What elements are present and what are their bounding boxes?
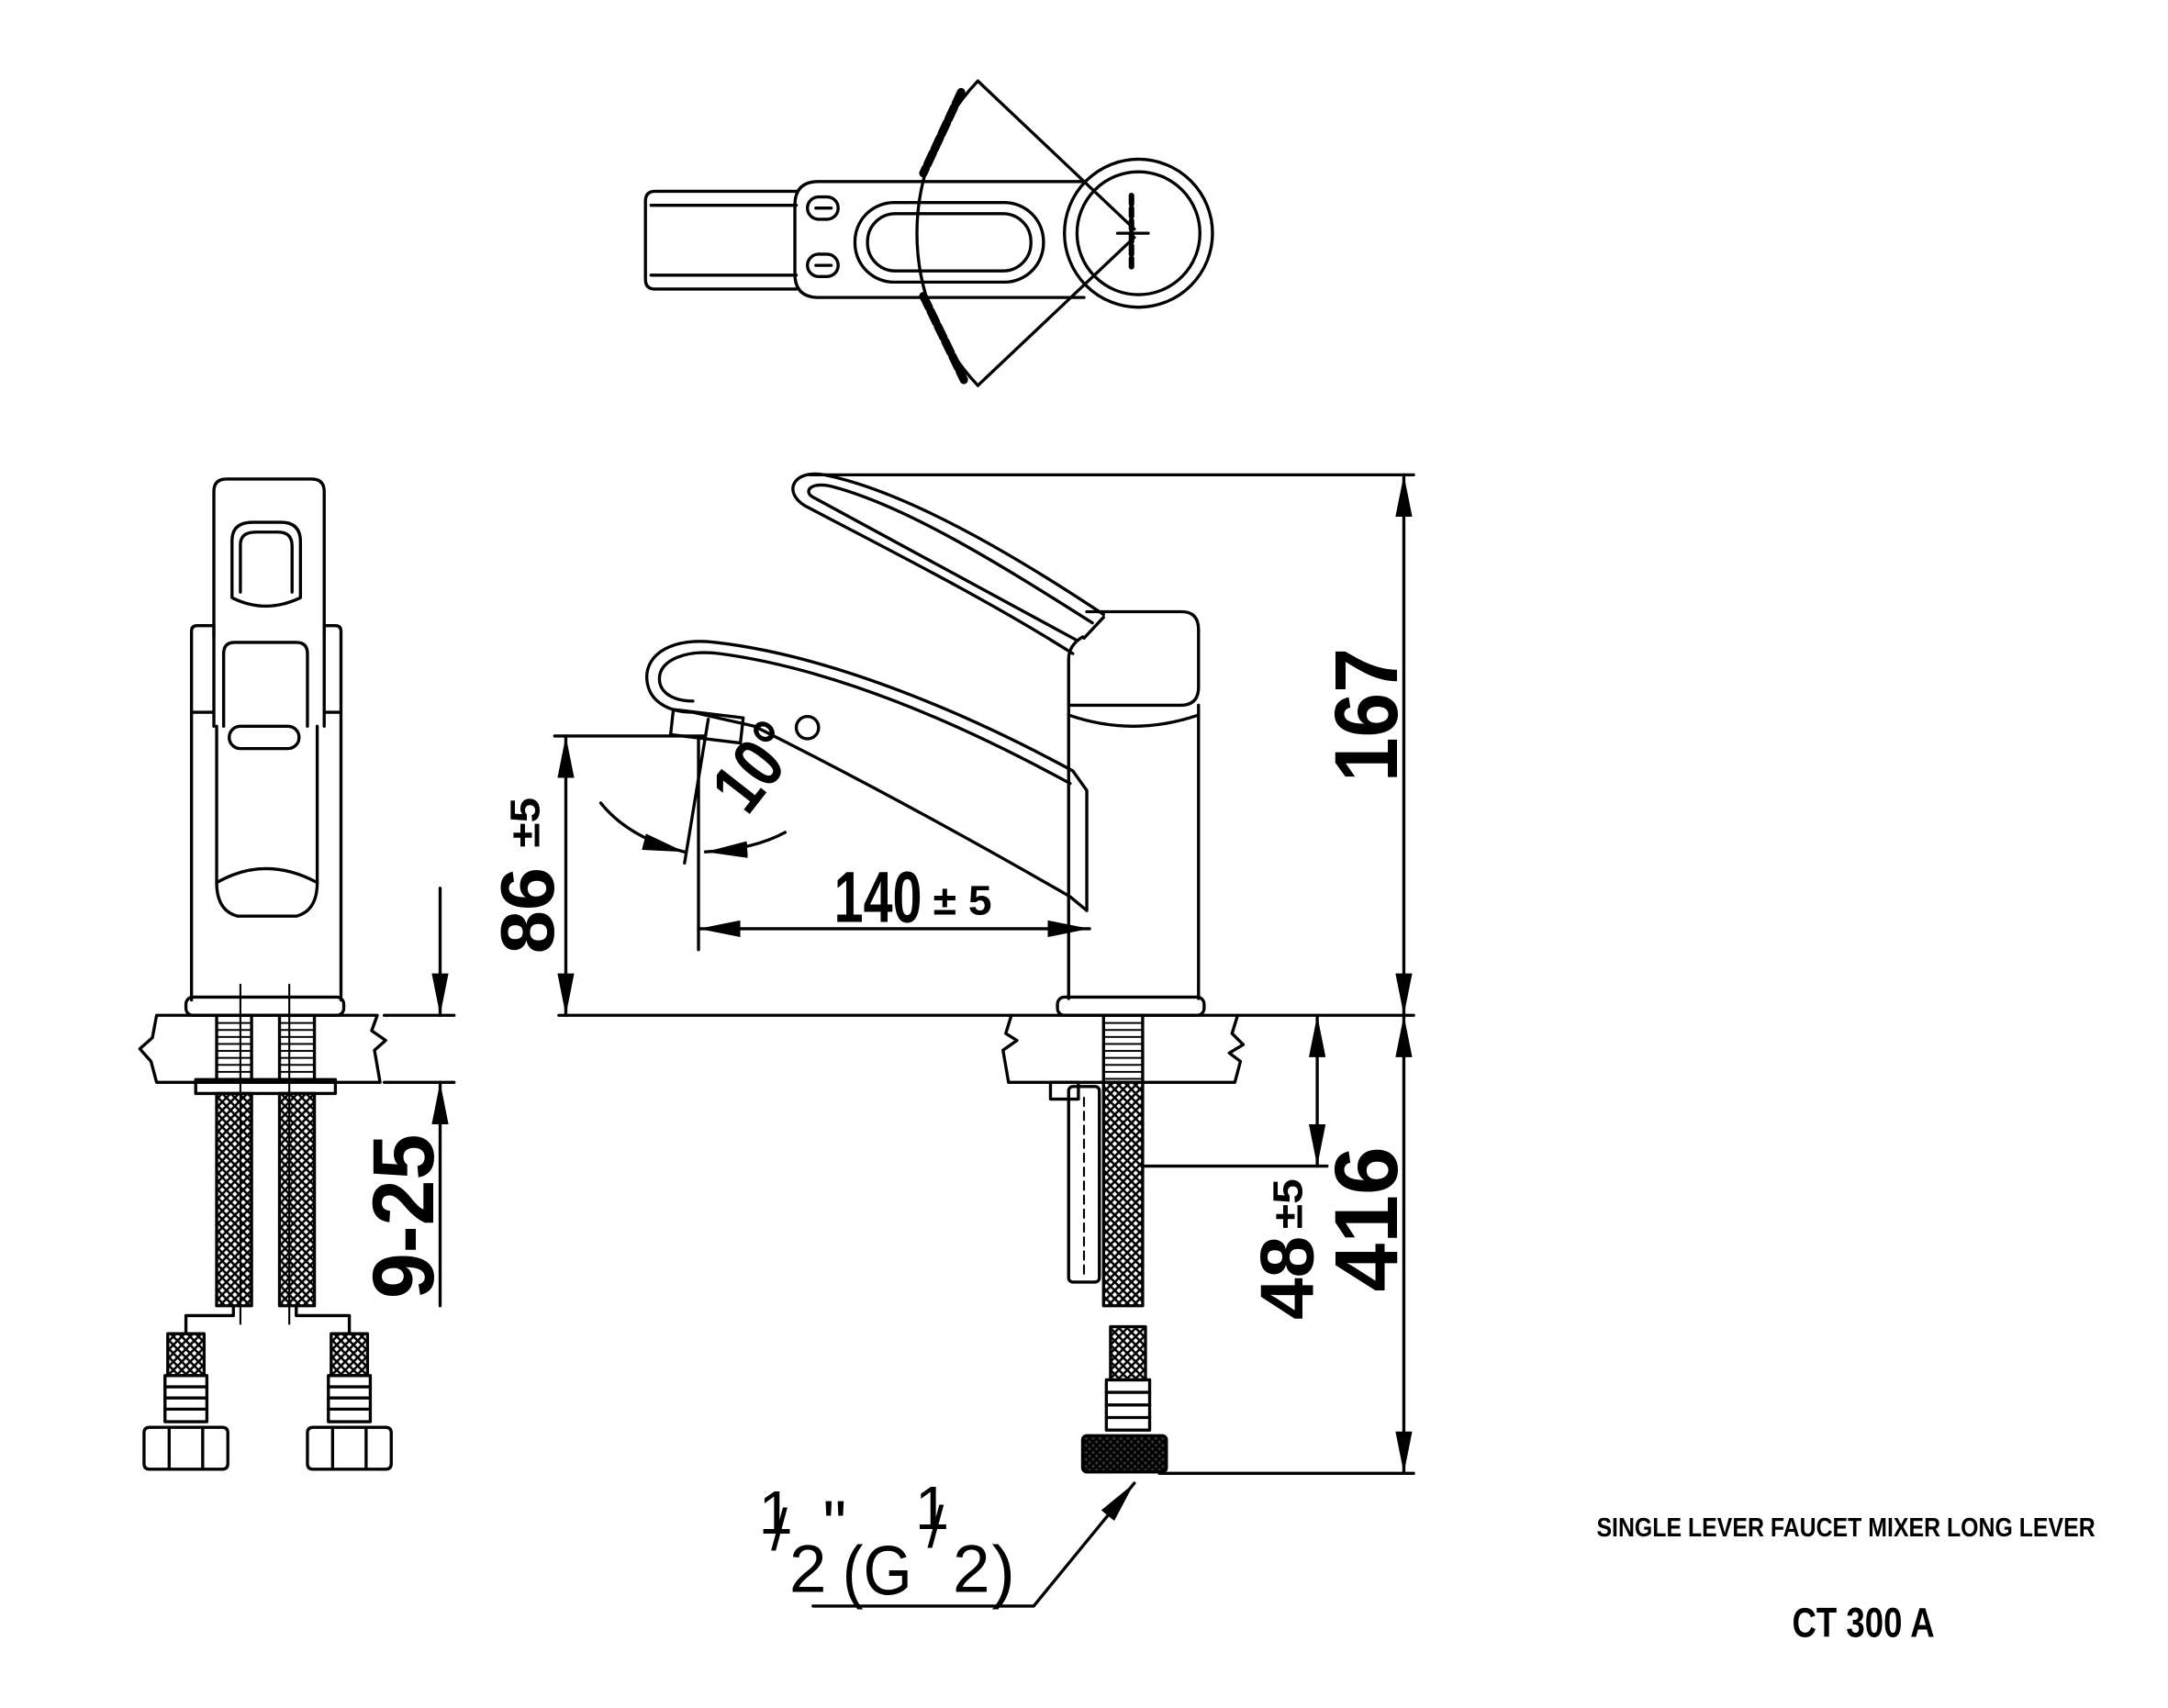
top-view (643, 79, 1214, 387)
front-view-spout-body (215, 724, 319, 885)
top-view-lever-slot-inner (866, 212, 1033, 273)
connection-leader-line (811, 1481, 1136, 1608)
front-view-connector-left (142, 1332, 229, 1471)
top-view-ring-outer (1063, 157, 1214, 309)
front-view (138, 477, 456, 1471)
side-view-lever-block-edge (1082, 615, 1105, 641)
front-view-spout-root (215, 881, 319, 918)
side-view-hex-nut (1080, 1434, 1168, 1474)
side-view-deck-section (1001, 1013, 1246, 1084)
front-view-deck-section (138, 1013, 387, 1084)
spout-reach-value: 140 (834, 855, 922, 937)
drawing-title: SINGLE LEVER FAUCET MIXER LONG LEVER (1596, 1513, 2095, 1543)
front-view-hose-left (215, 1091, 253, 1308)
top-view-angle-line-lower (976, 236, 1136, 387)
front-view-lever-handle (212, 477, 326, 639)
front-view-base (184, 995, 346, 1017)
front-view-spout-head (221, 641, 309, 728)
connector-hex-nut (306, 1425, 393, 1471)
front-view-hose-routing (184, 1304, 352, 1335)
side-view-tube-collar (1048, 1080, 1080, 1101)
connection-nominal-slash: / (771, 1497, 788, 1563)
connection-inch-mark: " (822, 1488, 846, 1562)
side-view-connector-nut-threads (1104, 1390, 1152, 1420)
front-view-fitting-right (277, 1013, 317, 1081)
connection-nominal-numerator: 1 (758, 1479, 792, 1547)
front-view-hose-right (277, 1091, 317, 1308)
side-view-spout (645, 640, 1089, 912)
front-view-connector-right (306, 1332, 393, 1471)
spout-angle-arc-left (598, 801, 687, 854)
overall-height-label: 167 (1316, 648, 1416, 782)
connection-thread-denominator: 2 (953, 1533, 990, 1607)
connector-braid (330, 1332, 370, 1378)
connection-thread-suffix: ) (992, 1533, 1015, 1611)
spout-angle-arc-right (703, 831, 788, 858)
spout-height-value: 86 (486, 867, 570, 954)
top-view-lever-position-upper (919, 87, 966, 178)
side-view-copper-tube (1067, 1085, 1101, 1284)
spout-reach-tolerance: ± 5 (933, 877, 992, 924)
side-view-fitting (1101, 1013, 1145, 1084)
top-view-ring-inner (1075, 170, 1201, 296)
connection-thread-prefix: (G (843, 1533, 912, 1611)
front-view-centerlines (239, 983, 291, 1325)
connector-braid (166, 1332, 207, 1378)
connection-thread-slash: / (928, 1494, 944, 1560)
side-view-small-circle (794, 714, 821, 741)
connection-label: 1 / 2 " (G 1 / 2 ) (758, 1474, 1014, 1611)
top-view-end-block-inner-lines (649, 204, 799, 277)
connection-nominal-denominator: 2 (789, 1533, 827, 1607)
deck-thickness-extension-lines (382, 1013, 456, 1084)
side-view-lever-inner (807, 483, 1094, 642)
connector-hex-nut (142, 1425, 229, 1471)
top-view-screw-lower (806, 252, 840, 278)
front-view-lever-grip (230, 520, 303, 608)
side-view-spout-inner (657, 651, 1072, 786)
top-view-body (793, 180, 1086, 299)
connector-hex-faces (330, 1425, 368, 1471)
tail-length-value: 48 (1246, 1236, 1330, 1320)
top-view-end-block (643, 189, 799, 291)
front-view-aerator (228, 724, 301, 751)
below-deck-label: 416 (1316, 1146, 1416, 1291)
connector-nut-threads (163, 1385, 209, 1412)
spout-angle-axis-line (683, 717, 710, 865)
side-view-body-neck (1067, 713, 1201, 728)
front-view-mounting-plate (194, 1077, 338, 1096)
title-block: SINGLE LEVER FAUCET MIXER LONG LEVER CT … (1596, 1513, 2095, 1647)
front-view-lever-grip-inner (239, 530, 294, 594)
side-view-base (1056, 995, 1206, 1017)
dimension-labels: 167 416 86 ±5 48 ±5 9-25 140 ± 5 10° (355, 648, 1416, 1320)
top-view-angle-line-upper (976, 79, 1136, 231)
side-view-body (1067, 703, 1201, 1000)
connector-nut-threads (327, 1385, 373, 1412)
front-view-body-outline (189, 624, 343, 1002)
top-view-lever-slot (853, 200, 1045, 285)
front-view-fitting-left (215, 1013, 253, 1081)
spout-height-tolerance: ±5 (502, 798, 549, 848)
connection-thread-numerator: 1 (915, 1474, 949, 1543)
side-view (553, 472, 1415, 1608)
side-view-aerator (668, 708, 745, 745)
side-view-lever (791, 472, 1105, 655)
side-view-lever-block (1067, 609, 1201, 708)
model-number: CT 300 A (1792, 1599, 1934, 1646)
tail-length-tolerance: ±5 (1264, 1178, 1311, 1229)
top-view-lever-position-lower (919, 292, 968, 385)
deck-thickness-label: 9-25 (355, 1134, 452, 1300)
side-view-spout-joint (1071, 769, 1089, 912)
side-view-hose (1101, 1080, 1145, 1308)
top-view-screw-upper (806, 195, 840, 221)
side-view-connector-braid (1109, 1324, 1147, 1382)
connector-hex-faces (167, 1425, 205, 1471)
front-view-body-collar (189, 624, 343, 728)
